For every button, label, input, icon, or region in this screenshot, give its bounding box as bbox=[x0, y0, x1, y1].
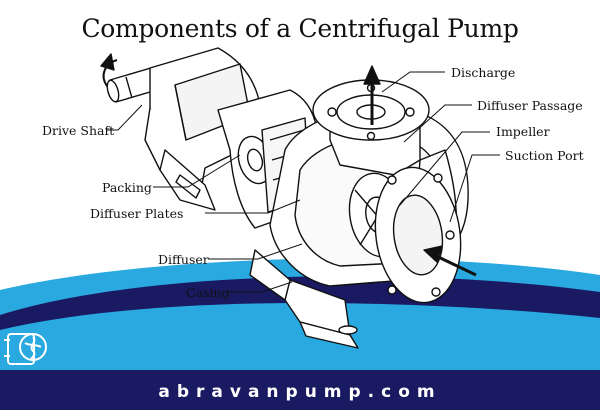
label-impeller: Impeller bbox=[496, 124, 550, 139]
website-link[interactable]: abravanpump.com bbox=[158, 382, 442, 402]
label-diffuser-passage: Diffuser Passage bbox=[477, 98, 583, 113]
label-diffuser: Diffuser bbox=[158, 252, 209, 267]
leader-diffuser-plates bbox=[205, 199, 301, 214]
leader-diffuser bbox=[208, 243, 303, 260]
diagram-title: Components of a Centrifugal Pump bbox=[81, 14, 519, 43]
leader-impeller bbox=[399, 131, 490, 206]
label-discharge: Discharge bbox=[451, 65, 516, 80]
leader-lines bbox=[106, 71, 500, 293]
footer-navy-bar bbox=[0, 370, 600, 410]
label-drive-shaft: Drive Shaft bbox=[42, 123, 115, 138]
leader-suction-port bbox=[449, 154, 500, 223]
label-casing: Casing bbox=[186, 285, 230, 300]
label-diffuser-plates: Diffuser Plates bbox=[90, 206, 184, 221]
leader-diffuser-passage bbox=[403, 104, 472, 143]
pump-logo-icon bbox=[4, 333, 47, 365]
leader-casing bbox=[228, 281, 293, 293]
leader-drive-shaft bbox=[106, 104, 143, 131]
pump-drawing bbox=[100, 47, 477, 349]
label-packing: Packing bbox=[102, 180, 152, 195]
leader-packing bbox=[153, 154, 241, 188]
leader-discharge bbox=[381, 71, 445, 93]
label-suction-port: Suction Port bbox=[505, 148, 584, 163]
